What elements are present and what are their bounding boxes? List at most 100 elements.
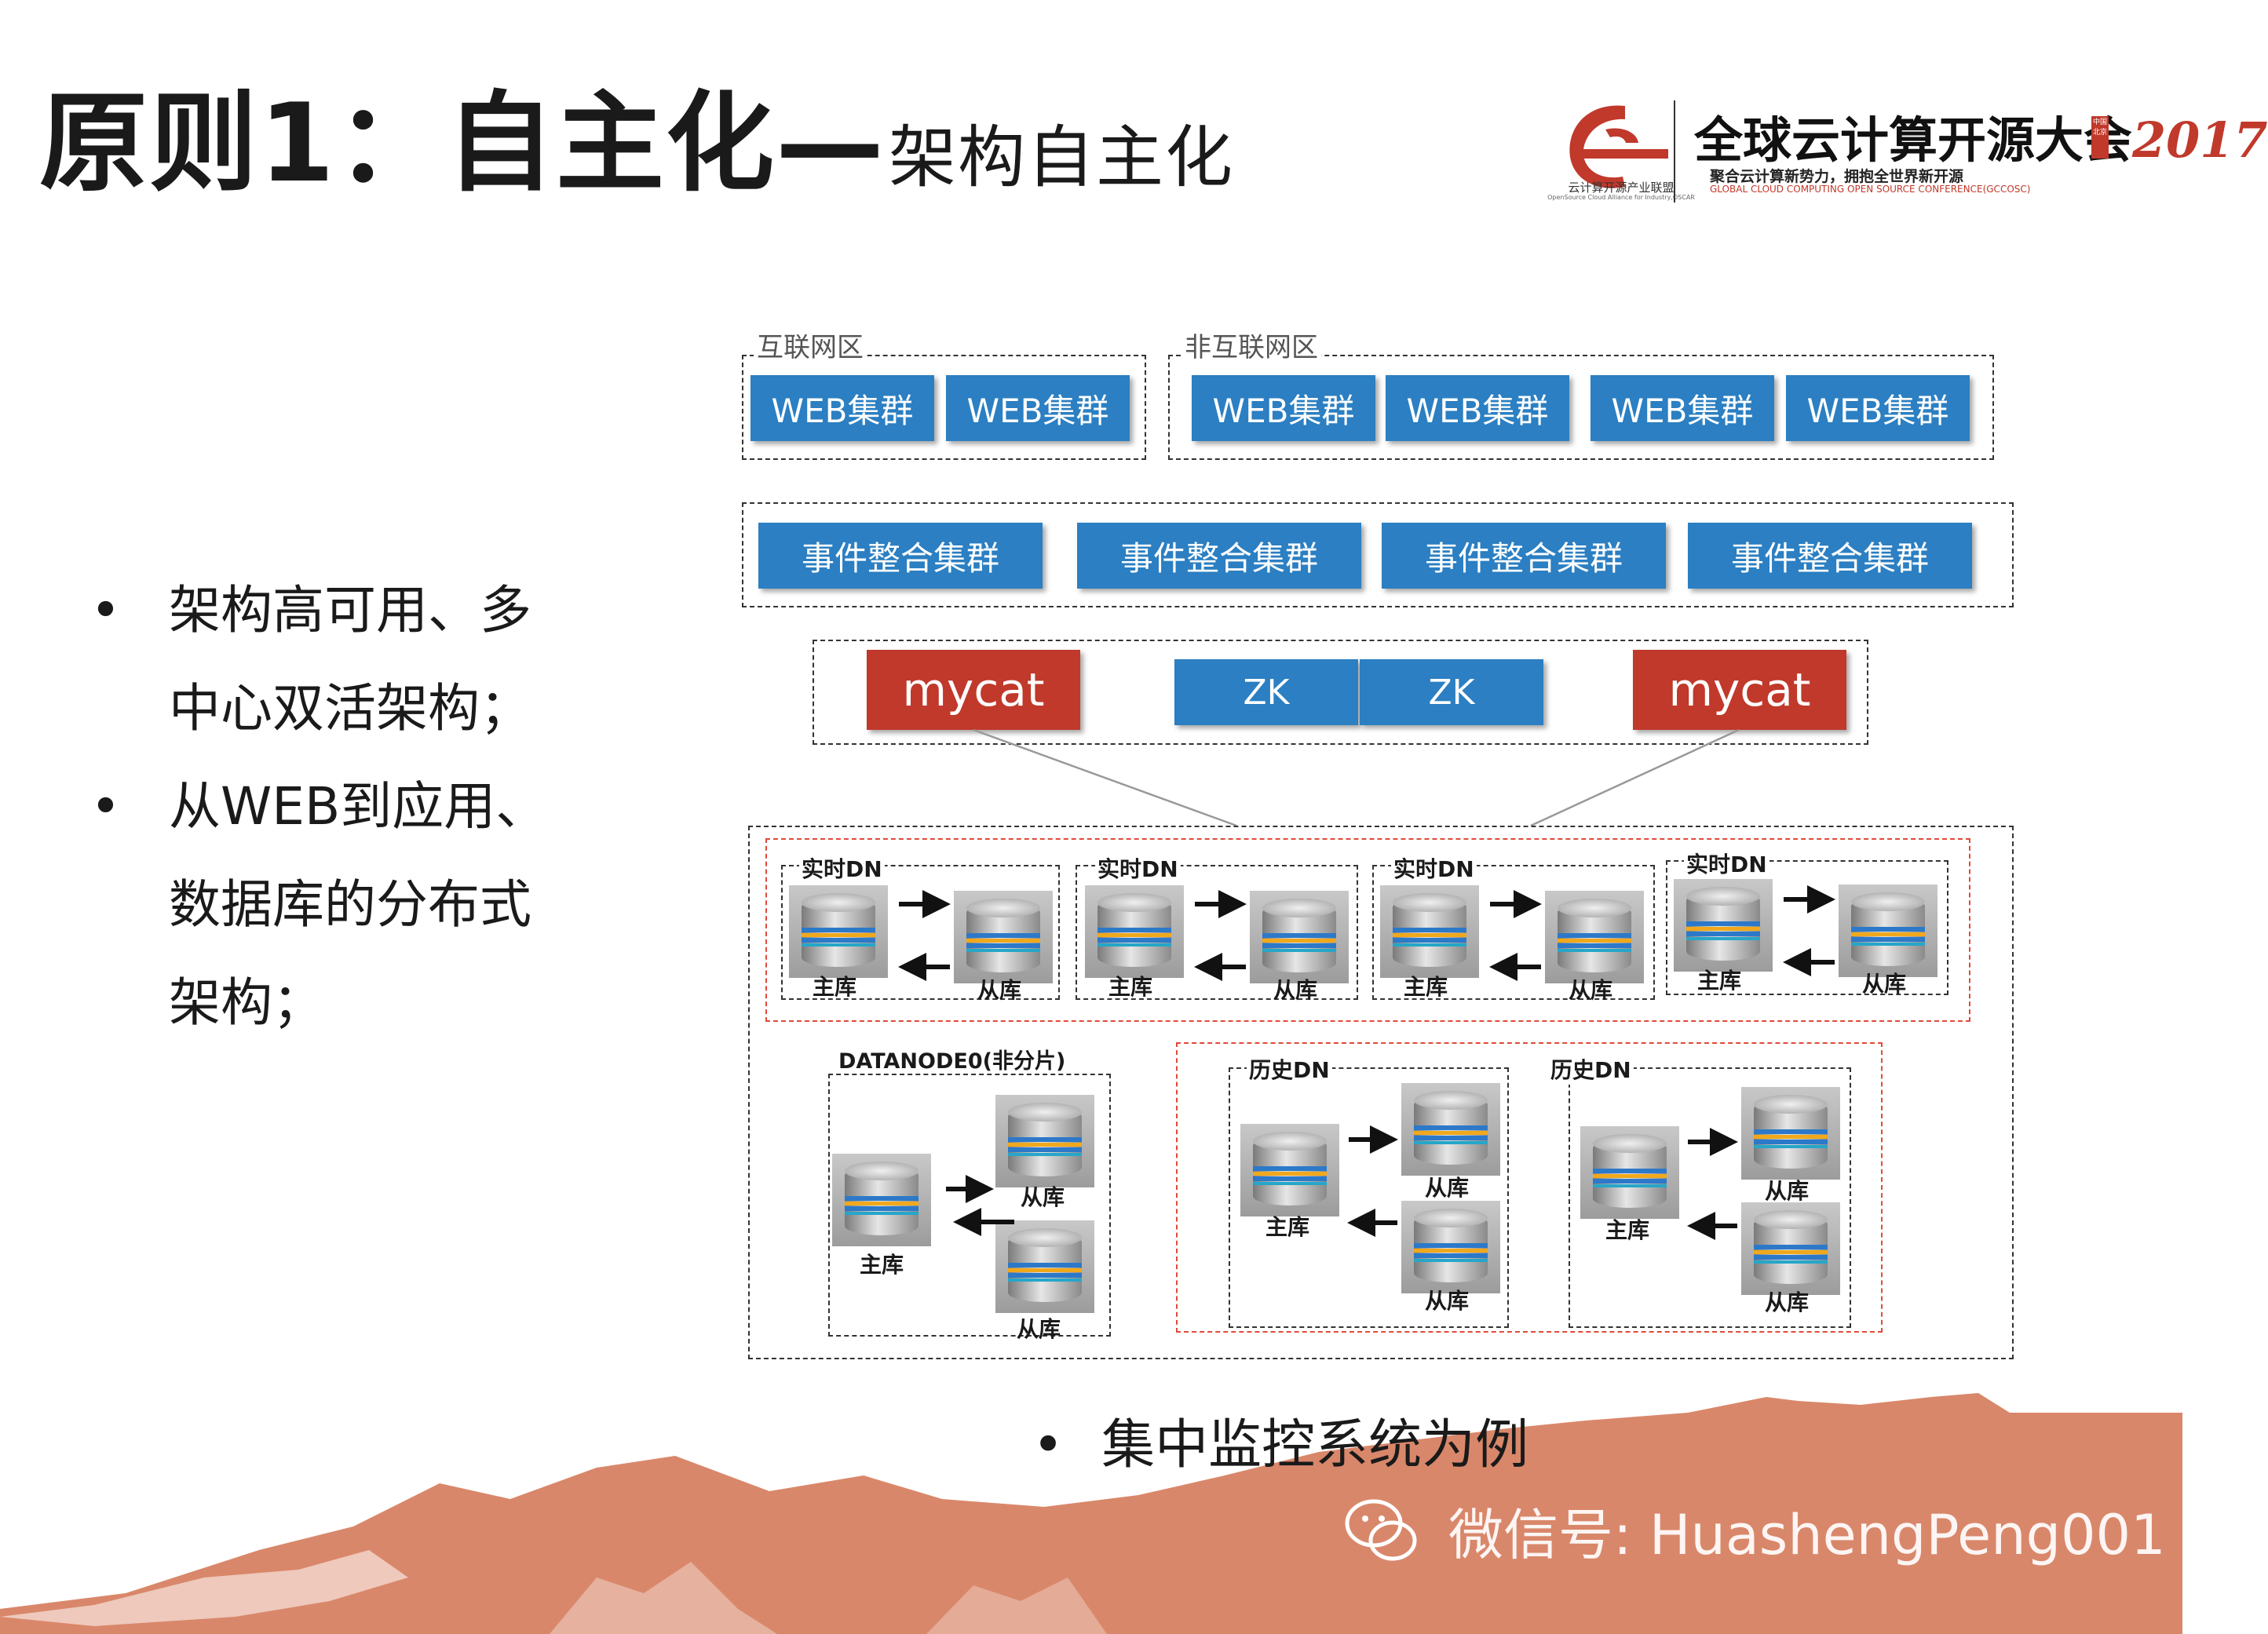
realtime-dn-label: 实时DN <box>799 852 885 884</box>
realtime-dn-label: 实时DN <box>1391 852 1477 884</box>
slave-db-label: 从库 <box>1862 971 1907 997</box>
wechat-watermark: 微信号: HuashengPeng001 <box>1448 1503 2166 1567</box>
web-cluster-box: WEB集群 <box>946 375 1130 441</box>
event-zone <box>742 502 2014 607</box>
non-internet-zone-label: 非互联网区 <box>1181 326 1321 364</box>
slave-db-label: 从库 <box>1765 1178 1810 1204</box>
slave-db-label: 从库 <box>1273 977 1318 1003</box>
master-db-label: 主库 <box>860 1252 904 1278</box>
web-cluster-box: WEB集群 <box>1786 375 1970 441</box>
event-cluster-box: 事件整合集群 <box>1077 523 1361 589</box>
bottom-bullet: • 集中监控系统为例 <box>1032 1401 1528 1479</box>
database-icon <box>1674 879 1773 972</box>
datanode0-label: DATANODE0(非分片) <box>838 1049 1066 1074</box>
oscar-logo-caption-en: OpenSource Cloud Alliance for Industry,O… <box>1547 194 1695 201</box>
master-db-label: 主库 <box>1108 974 1153 1000</box>
middleware-zone <box>813 640 1868 745</box>
event-cluster-box: 事件整合集群 <box>1382 523 1666 589</box>
web-cluster-box: WEB集群 <box>1591 375 1774 441</box>
database-icon <box>1380 885 1479 978</box>
bullet-list: • 架构高可用、多中心双活架构； • 从WEB到应用、数据库的分布式架构； <box>90 561 577 1052</box>
history-dn-label: 历史DN <box>1548 1053 1634 1085</box>
database-icon <box>1741 1202 1840 1295</box>
slave-db-label: 从库 <box>1569 977 1613 1003</box>
page-title: 原则1：自主化—架构自主化 <box>39 55 1234 212</box>
database-icon <box>1085 885 1184 978</box>
mycat-box: mycat <box>1633 650 1846 730</box>
slave-db-label: 从库 <box>977 977 1022 1003</box>
data-zone <box>748 826 2014 1359</box>
realtime-dn-group <box>1666 860 1948 995</box>
connector-line <box>1530 728 1740 827</box>
conference-stamp: 中国 北京 <box>2091 116 2109 159</box>
web-cluster-box: WEB集群 <box>751 375 934 441</box>
master-db-label: 主库 <box>1404 974 1448 1000</box>
slave-db-label: 从库 <box>1425 1288 1470 1314</box>
bullet-dot: • <box>1032 1414 1065 1476</box>
page-title-main: 原则1：自主化— <box>39 80 886 206</box>
realtime-dn-group <box>1372 865 1655 1000</box>
conference-logo-subtitle: 聚合云计算新势力，拥抱全世界新开源 <box>1710 168 1964 185</box>
slave-db-label: 从库 <box>1425 1175 1470 1201</box>
database-icon <box>1580 1126 1679 1219</box>
connector-lines <box>973 728 1740 827</box>
history-dn-group <box>1229 1067 1509 1328</box>
oscar-logo-caption: 云计算开源产业联盟 <box>1568 181 1675 195</box>
mountain-decoration <box>0 1393 2182 1634</box>
bullet-dot: • <box>90 580 121 640</box>
mycat-box: mycat <box>867 650 1080 730</box>
connector-line <box>973 728 1237 827</box>
datanode0-group <box>828 1074 1111 1337</box>
database-icon <box>1250 891 1349 983</box>
realtime-dn-label: 实时DN <box>1095 852 1181 884</box>
page-title-sub: 架构自主化 <box>889 119 1235 197</box>
conference-logo-english: GLOBAL CLOUD COMPUTING OPEN SOURCE CONFE… <box>1710 184 2031 195</box>
database-icon <box>954 891 1053 983</box>
realtime-dn-label: 实时DN <box>1684 848 1769 879</box>
bullet-text: 集中监控系统为例 <box>1101 1414 1529 1476</box>
bullet-dot: • <box>90 776 121 837</box>
history-dn-label: 历史DN <box>1247 1053 1332 1085</box>
zk-box: ZK <box>1360 659 1543 725</box>
database-icon <box>1240 1124 1339 1216</box>
replication-arrows <box>898 885 1835 1240</box>
master-db-label: 主库 <box>813 974 857 1000</box>
history-dn-group <box>1569 1067 1851 1328</box>
event-cluster-box: 事件整合集群 <box>1688 523 1972 589</box>
zk-box: ZK <box>1174 659 1358 725</box>
realtime-dn-group <box>781 865 1060 1000</box>
master-db-label: 主库 <box>1605 1217 1650 1243</box>
bullet-text: 从WEB到应用、数据库的分布式架构； <box>169 776 548 1033</box>
slave-db-label: 从库 <box>1021 1184 1065 1210</box>
database-icon <box>995 1220 1094 1313</box>
oscar-logo-icon <box>1569 105 1668 188</box>
bullet-item: • 从WEB到应用、数据库的分布式架构； <box>90 757 577 1052</box>
web-cluster-box: WEB集群 <box>1192 375 1375 441</box>
history-dn-zone <box>1176 1042 1883 1333</box>
slave-db-label: 从库 <box>1017 1316 1061 1342</box>
conference-logo-year: 2017 <box>2132 111 2268 169</box>
database-icon <box>1741 1087 1840 1180</box>
internet-zone <box>742 355 1146 460</box>
non-internet-zone <box>1168 355 1994 460</box>
logo-divider <box>1674 100 1675 202</box>
realtime-dn-group <box>1076 865 1358 1000</box>
database-icon <box>832 1154 931 1246</box>
database-icon <box>1545 891 1644 983</box>
bullet-text: 架构高可用、多中心双活架构； <box>169 580 531 739</box>
internet-zone-label: 互联网区 <box>754 326 867 364</box>
database-icon <box>1401 1083 1500 1176</box>
conference-logo-name: 全球云计算开源大会 <box>1694 111 2133 169</box>
database-icon <box>789 885 888 978</box>
slave-db-label: 从库 <box>1765 1289 1810 1315</box>
bullet-item: • 架构高可用、多中心双活架构； <box>90 561 577 757</box>
event-cluster-box: 事件整合集群 <box>758 523 1043 589</box>
conference-logo-title: 全球云计算开源大会2017 <box>1694 100 2268 171</box>
database-icon <box>1839 884 1937 977</box>
wechat-icon <box>1345 1499 1417 1561</box>
master-db-label: 主库 <box>1265 1214 1310 1240</box>
web-cluster-box: WEB集群 <box>1386 375 1569 441</box>
realtime-dn-zone <box>765 838 1970 1022</box>
database-icon <box>995 1095 1094 1187</box>
master-db-label: 主库 <box>1697 968 1742 994</box>
